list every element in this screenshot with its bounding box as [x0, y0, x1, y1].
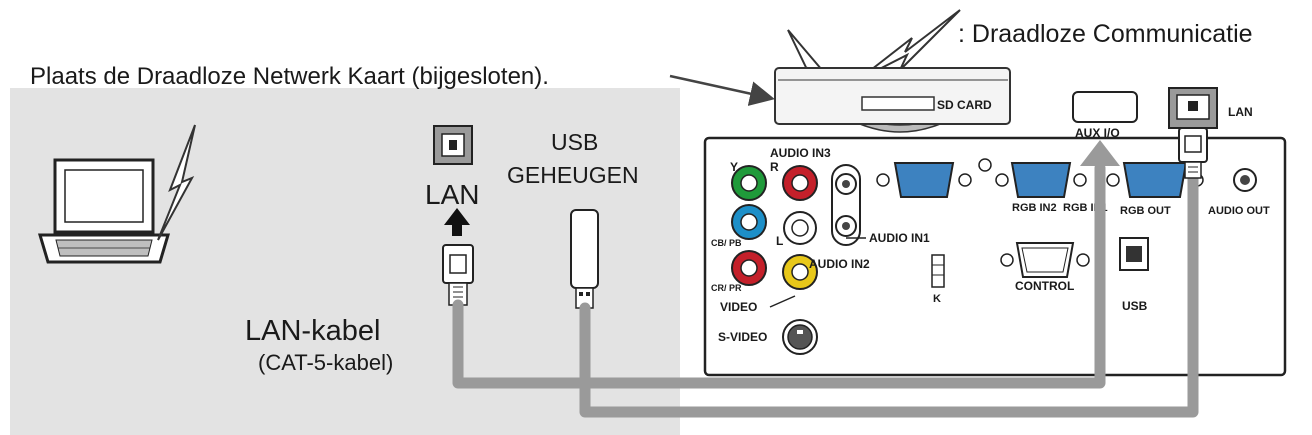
kensington-lock — [931, 254, 945, 288]
wireless-network-card: SD CARD — [774, 67, 1011, 133]
video-leader — [769, 295, 796, 308]
control-port — [1000, 242, 1090, 278]
rgb-in2-port — [995, 162, 1087, 198]
aux-io-arrow — [1080, 140, 1120, 166]
usb-memory-label-line1: USB — [551, 129, 598, 155]
component-cb-jack — [731, 204, 767, 240]
rgb-in2-label: RGB IN2 — [1012, 202, 1057, 214]
aux-io-port — [1072, 91, 1138, 123]
sd-card-slot — [861, 96, 935, 111]
sd-card-label: SD CARD — [937, 98, 992, 112]
y-label: Y — [730, 160, 738, 174]
s-video-label: S-VIDEO — [718, 330, 767, 344]
lan-cable-sublabel: (CAT-5-kabel) — [258, 350, 393, 375]
r-label: R — [770, 160, 779, 174]
audio-in1-jacks — [831, 164, 861, 246]
wireless-caption: : Draadloze Communicatie — [958, 20, 1253, 48]
laptop-signal-icon — [157, 124, 196, 241]
k-mark-label: K — [933, 293, 941, 305]
audio-out-label: AUDIO OUT — [1208, 205, 1270, 217]
lan-plug-projector — [1178, 127, 1208, 179]
projector-lan-label: LAN — [1228, 105, 1253, 119]
indicator-dot — [978, 158, 992, 172]
projector-usb-port — [1119, 237, 1149, 271]
cr-pr-label: CR/ PR — [711, 283, 742, 293]
usb-memory-label-line2: GEHEUGEN — [507, 162, 639, 188]
computer-lan-port — [433, 125, 473, 165]
l-label: L — [776, 234, 783, 248]
audio-in3-l-jack — [783, 211, 817, 245]
lan-cable-route — [452, 162, 1106, 389]
video-jack — [782, 254, 818, 290]
component-cr-jack — [731, 250, 767, 286]
audio-out-jack — [1233, 168, 1257, 192]
projector-lan-port — [1168, 87, 1218, 129]
audio-in3-r-jack — [782, 165, 818, 201]
audio-in1-label: AUDIO IN1 — [869, 231, 930, 245]
laptop-icon — [37, 158, 171, 264]
wireless-signal-icon — [857, 9, 961, 81]
audio-in3-label: AUDIO IN3 — [770, 146, 831, 160]
s-video-jack — [782, 319, 818, 355]
component-y-jack — [731, 165, 767, 201]
projector-usb-label: USB — [1122, 299, 1148, 313]
aux-io-label: AUX I/O — [1075, 126, 1120, 140]
computer-lan-label: LAN — [425, 179, 479, 210]
lan-cable-label: LAN-kabel — [245, 315, 380, 347]
rgb-in1-port — [876, 162, 972, 198]
control-label: CONTROL — [1015, 279, 1074, 293]
cb-pb-label: CB/ PB — [711, 238, 742, 248]
insert-card-caption: Plaats de Draadloze Netwerk Kaart (bijge… — [30, 63, 549, 90]
lan-up-arrow — [444, 208, 470, 236]
video-label: VIDEO — [720, 300, 757, 314]
rgb-out-label: RGB OUT — [1120, 205, 1171, 217]
insert-card-arrow — [669, 74, 775, 106]
audio-in2-label: AUDIO IN2 — [809, 257, 870, 271]
usb-memory-stick — [570, 209, 599, 309]
usb-cable-route — [579, 164, 1199, 418]
